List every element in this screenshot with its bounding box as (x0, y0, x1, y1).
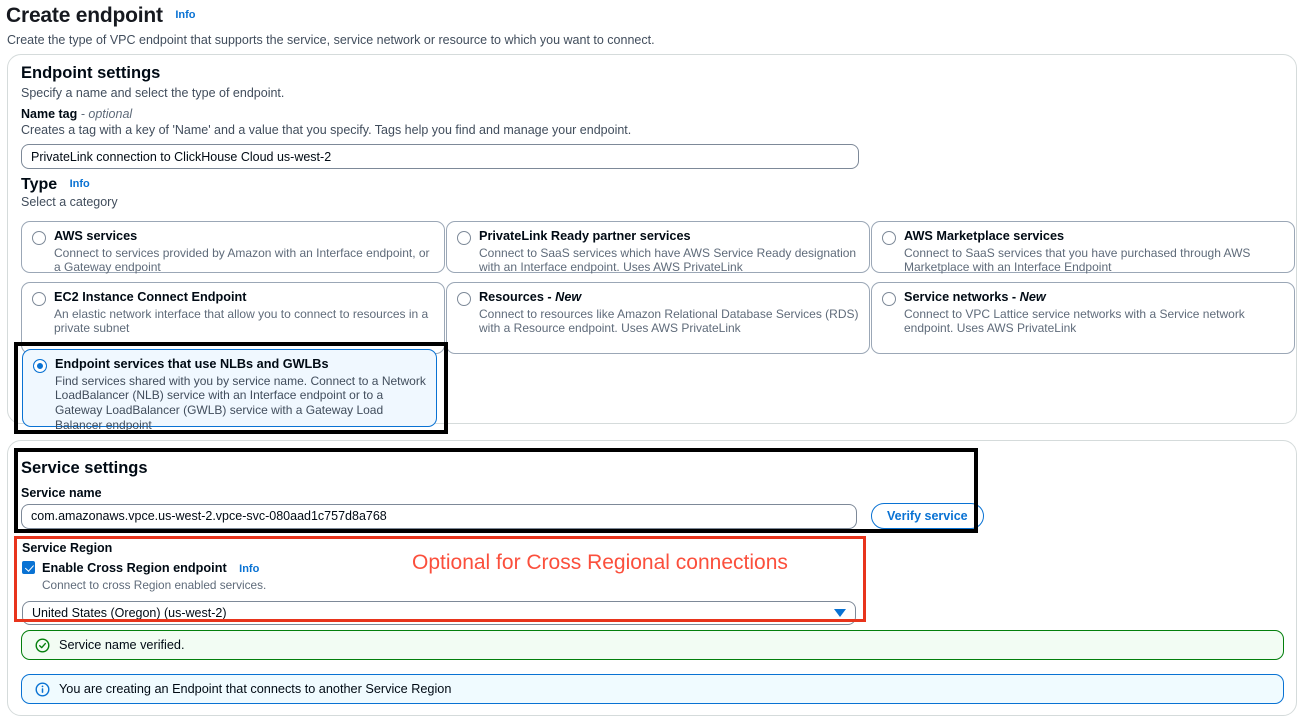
type-option-new-badge: New (555, 290, 581, 304)
type-option-description: Connect to resources like Amazon Relatio… (479, 307, 859, 337)
type-option-aws-services[interactable]: AWS services Connect to services provide… (21, 221, 445, 273)
cross-region-info-link[interactable]: Info (239, 563, 259, 575)
page-title: Create endpoint (6, 4, 163, 28)
type-option-title: AWS Marketplace services (904, 229, 1284, 244)
verify-service-button[interactable]: Verify service (871, 503, 984, 529)
service-name-label-wrap: Service name (21, 486, 102, 500)
type-option-endpoint-services-nlb-gwlb[interactable]: Endpoint services that use NLBs and GWLB… (22, 349, 437, 427)
type-option-aws-marketplace-services[interactable]: AWS Marketplace services Connect to SaaS… (871, 221, 1295, 273)
type-option-title-text: Resources - (479, 290, 555, 304)
service-name-row: com.amazonaws.vpce.us-west-2.vpce-svc-08… (21, 503, 984, 529)
alert-service-name-verified: Service name verified. (21, 630, 1284, 660)
type-option-resources[interactable]: Resources - New Connect to resources lik… (446, 282, 870, 354)
type-option-privatelink-ready-partner-services[interactable]: PrivateLink Ready partner services Conne… (446, 221, 870, 273)
page-info-link[interactable]: Info (175, 9, 195, 21)
name-tag-input[interactable]: PrivateLink connection to ClickHouse Clo… (21, 144, 859, 169)
alert-cross-region-notice: You are creating an Endpoint that connec… (21, 674, 1284, 704)
radio-icon[interactable] (457, 231, 471, 245)
radio-icon[interactable] (457, 292, 471, 306)
service-region-select-value: United States (Oregon) (us-west-2) (32, 606, 227, 620)
type-option-title: AWS services (54, 229, 434, 244)
type-option-title: EC2 Instance Connect Endpoint (54, 290, 434, 305)
type-option-description: Connect to SaaS services which have AWS … (479, 246, 859, 276)
page-header: Create endpoint Info Create the type of … (0, 0, 1304, 47)
radio-icon[interactable] (32, 292, 46, 306)
type-option-title: Endpoint services that use NLBs and GWLB… (55, 357, 426, 372)
annotation-cross-region-note: Optional for Cross Regional connections (412, 551, 788, 575)
service-name-label: Service name (21, 486, 102, 500)
enable-cross-region-label: Enable Cross Region endpoint (42, 561, 227, 575)
service-settings-title: Service settings (21, 459, 148, 478)
name-tag-label-text: Name tag (21, 107, 77, 121)
type-option-title-text: Service networks - (904, 290, 1020, 304)
type-option-description: Connect to services provided by Amazon w… (54, 246, 434, 276)
endpoint-settings-subtitle: Specify a name and select the type of en… (21, 86, 1281, 100)
type-option-description: Connect to VPC Lattice service networks … (904, 307, 1284, 337)
alert-message: You are creating an Endpoint that connec… (59, 682, 451, 696)
type-info-link[interactable]: Info (70, 178, 90, 190)
type-field-group: Type Info Select a category (21, 176, 118, 209)
check-circle-icon (35, 638, 50, 653)
alert-message: Service name verified. (59, 638, 185, 652)
type-subtitle: Select a category (21, 195, 118, 209)
name-tag-description: Creates a tag with a key of 'Name' and a… (21, 123, 859, 137)
name-tag-label: Name tag - optional (21, 107, 859, 121)
enable-cross-region-checkbox[interactable] (22, 561, 35, 574)
type-option-new-badge: New (1020, 290, 1046, 304)
endpoint-settings-title: Endpoint settings (21, 64, 1281, 83)
name-tag-optional: - optional (81, 107, 132, 121)
type-options-grid: AWS services Connect to services provide… (21, 221, 1284, 325)
type-option-title: Service networks - New (904, 290, 1284, 305)
service-name-input[interactable]: com.amazonaws.vpce.us-west-2.vpce-svc-08… (21, 504, 857, 529)
service-settings-header: Service settings (21, 459, 148, 478)
type-option-title: PrivateLink Ready partner services (479, 229, 859, 244)
enable-cross-region-description: Connect to cross Region enabled services… (42, 578, 266, 592)
type-option-description: An elastic network interface that allow … (54, 307, 434, 337)
name-tag-field-group: Name tag - optional Creates a tag with a… (21, 107, 859, 169)
type-option-title: Resources - New (479, 290, 859, 305)
type-option-ec2-instance-connect-endpoint[interactable]: EC2 Instance Connect Endpoint An elastic… (21, 282, 445, 354)
radio-icon[interactable] (882, 231, 896, 245)
service-region-select[interactable]: United States (Oregon) (us-west-2) (22, 601, 856, 625)
type-option-service-networks[interactable]: Service networks - New Connect to VPC La… (871, 282, 1295, 354)
info-circle-icon (35, 682, 50, 697)
radio-icon[interactable] (32, 231, 46, 245)
type-label: Type (21, 176, 57, 193)
radio-selected-icon[interactable] (33, 359, 47, 373)
type-option-description: Find services shared with you by service… (55, 374, 426, 434)
chevron-down-icon[interactable] (834, 609, 846, 617)
radio-icon[interactable] (882, 292, 896, 306)
endpoint-settings-header: Endpoint settings Specify a name and sel… (21, 64, 1281, 100)
page-description: Create the type of VPC endpoint that sup… (6, 33, 1304, 47)
type-option-description: Connect to SaaS services that you have p… (904, 246, 1284, 276)
